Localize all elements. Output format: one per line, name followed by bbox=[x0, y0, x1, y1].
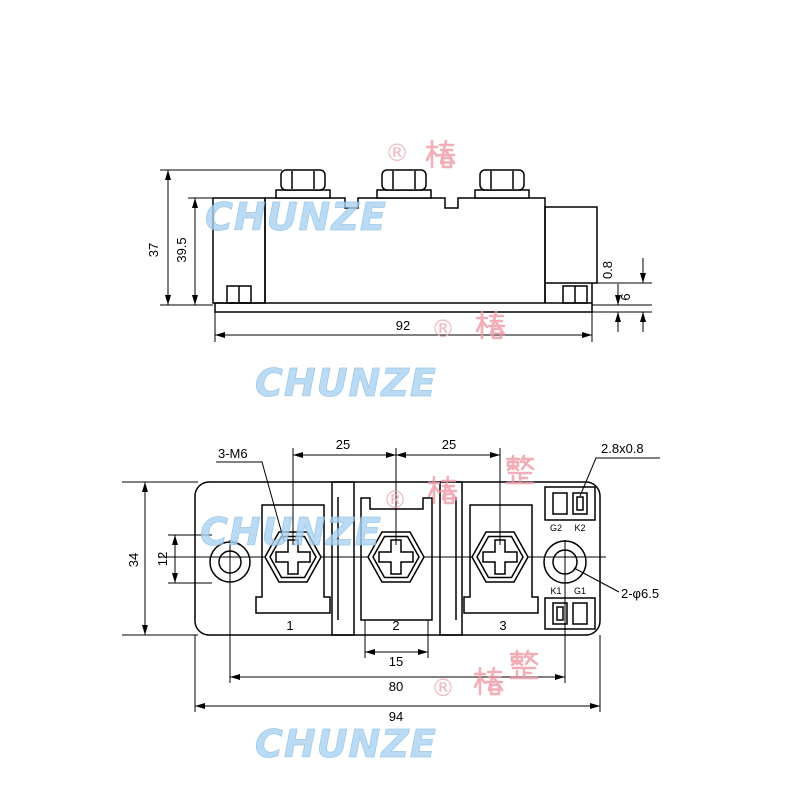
callout-thread-size: 3-M6 bbox=[218, 446, 248, 461]
hex-nut-icon bbox=[265, 532, 321, 582]
dim-label-0-8: 0.8 bbox=[600, 261, 615, 279]
terminal-label-2: 2 bbox=[392, 618, 399, 633]
terminal-label-1: 1 bbox=[286, 618, 293, 633]
base-plate bbox=[215, 303, 592, 312]
terminal-pocket-3 bbox=[464, 505, 538, 613]
watermark-glyph-zheng-icon bbox=[505, 454, 535, 485]
dim-label-37: 37 bbox=[146, 243, 161, 257]
hex-nut-icon bbox=[472, 532, 528, 582]
callout-mount-holes: 2-φ6.5 bbox=[621, 586, 659, 601]
dim-label-39-5: 39.5 bbox=[174, 237, 189, 262]
dim-label-25-left: 25 bbox=[336, 437, 350, 452]
dim-label-94: 94 bbox=[389, 709, 403, 724]
side-terminal-2 bbox=[377, 170, 431, 198]
watermark-glyph-chun-icon bbox=[427, 475, 458, 505]
watermark-glyph-chun-icon bbox=[473, 666, 504, 696]
watermark-registered: ® bbox=[431, 315, 455, 343]
module-outline bbox=[195, 482, 600, 635]
watermark-glyph-zheng-icon bbox=[509, 649, 539, 680]
dim-label-80: 80 bbox=[389, 679, 403, 694]
terminal-label-3: 3 bbox=[499, 618, 506, 633]
gate-label-k2: K2 bbox=[574, 523, 585, 533]
gate-terminal-upper bbox=[545, 487, 595, 520]
dim-label-34: 34 bbox=[126, 553, 141, 567]
terminal-pocket-2 bbox=[361, 498, 432, 620]
watermark-brand: CHUNZE bbox=[255, 361, 437, 405]
plan-view: 1 2 3 G2 K2 K1 G1 25 25 34 1 bbox=[122, 437, 660, 724]
watermark-glyph-chun-icon bbox=[425, 139, 456, 169]
dim-label-6: 6 bbox=[618, 293, 633, 300]
terminal-pocket-1 bbox=[256, 505, 330, 613]
watermark-glyph-chun-icon bbox=[475, 310, 506, 340]
callout-gate-tab-size: 2.8x0.8 bbox=[601, 441, 644, 456]
dim-label-15: 15 bbox=[389, 654, 403, 669]
side-view: 37 39.5 92 0.8 6 bbox=[146, 170, 652, 342]
dim-label-25-right: 25 bbox=[442, 437, 456, 452]
gate-label-g1: G1 bbox=[574, 586, 586, 596]
watermark-registered: ® bbox=[431, 674, 455, 702]
side-terminal-1 bbox=[276, 170, 330, 198]
watermark-brand: CHUNZE bbox=[200, 510, 382, 554]
hex-nut-icon bbox=[368, 532, 424, 582]
plan-dimension-lines bbox=[122, 448, 660, 712]
gate-label-g2: G2 bbox=[550, 523, 562, 533]
watermark-registered: ® bbox=[383, 486, 407, 514]
gate-label-k1: K1 bbox=[550, 586, 561, 596]
right-gate-block bbox=[545, 207, 597, 283]
watermark-brand: CHUNZE bbox=[205, 195, 387, 239]
insulation-barrier-1 bbox=[332, 482, 354, 635]
dim-label-12: 12 bbox=[155, 552, 170, 566]
gate-terminal-lower bbox=[545, 598, 595, 629]
terminal-nuts bbox=[265, 532, 528, 582]
side-terminal-3 bbox=[475, 170, 529, 198]
side-dimension-lines bbox=[160, 169, 652, 342]
watermark-brand: CHUNZE bbox=[255, 722, 437, 766]
watermark-registered: ® bbox=[385, 139, 409, 167]
watermark: CHUNZE ® CHUNZE ® CHUNZE ® CHUNZE ® bbox=[200, 139, 539, 766]
insulation-barrier-2 bbox=[440, 482, 462, 635]
dim-label-92: 92 bbox=[396, 318, 410, 333]
